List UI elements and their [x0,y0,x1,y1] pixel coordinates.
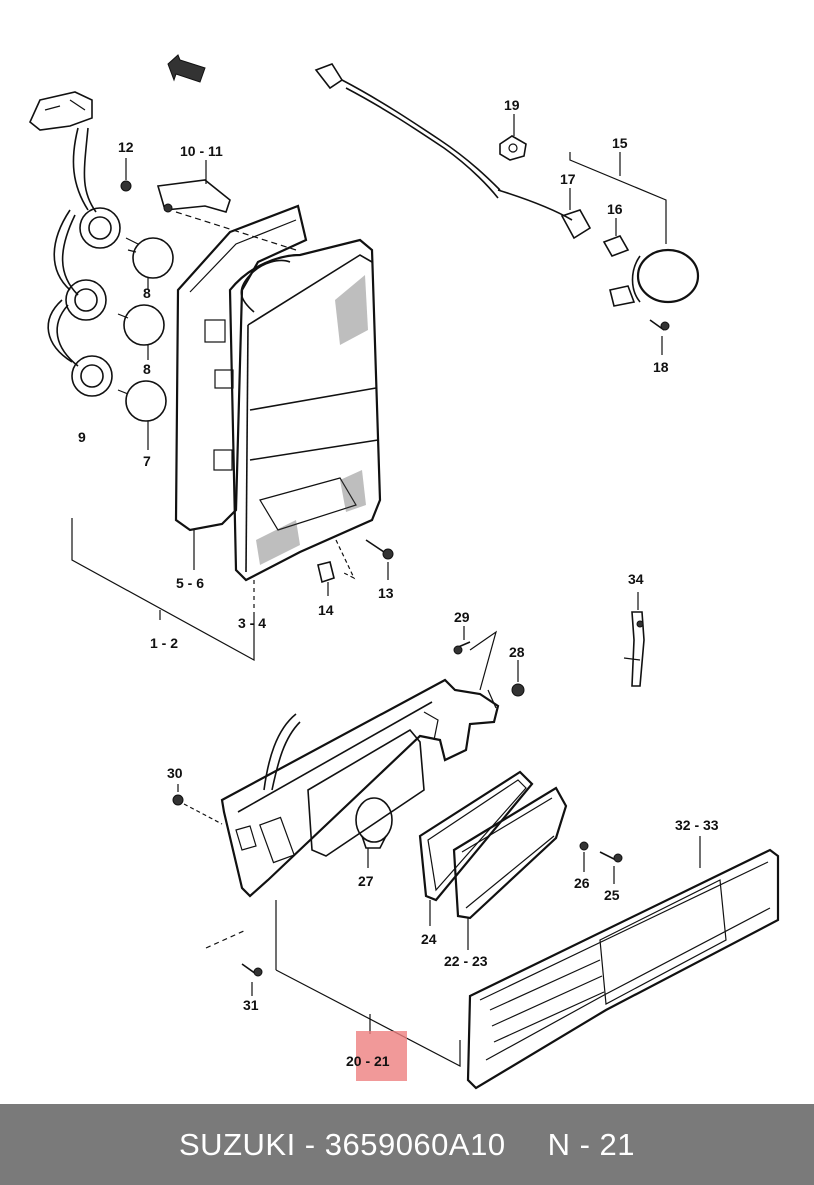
label-16: 16 [607,201,623,217]
screw-26 [579,841,589,872]
label-15: 15 [612,135,628,151]
label-28: 28 [509,644,525,660]
label-12: 12 [118,139,134,155]
label-10-11: 10 - 11 [180,143,223,159]
screw-12 [120,158,132,192]
bulb-socket-9 [65,207,121,397]
label-24: 24 [421,931,437,947]
footer-bar: SUZUKI - 3659060A10 N - 21 [0,1104,814,1185]
clip-14 [317,539,356,596]
screw-18 [649,319,670,355]
part-number-text: SUZUKI - 3659060A10 [179,1126,506,1162]
highlight-box [356,1031,407,1081]
side-marker-lamp [609,248,700,307]
bracket-20-21-leader [275,969,461,1067]
front-arrow-icon [167,54,206,83]
label-31: 31 [243,997,259,1013]
label-5-6: 5 - 6 [176,575,204,591]
garnish-32-33 [466,836,780,1090]
label-1-2: 1 - 2 [150,635,178,651]
bulb-27 [355,797,393,868]
label-7: 7 [143,453,151,469]
label-30: 30 [167,765,183,781]
label-3-4: 3 - 4 [238,615,266,631]
label-8-lower: 8 [143,361,151,377]
label-27: 27 [358,873,374,889]
bracket-34 [623,592,645,687]
nut-28 [511,660,525,697]
label-34: 34 [628,571,644,587]
side-marker-harness [314,63,573,221]
label-29: 29 [454,609,470,625]
page-number-text: N - 21 [547,1126,635,1162]
label-25: 25 [604,887,620,903]
bulb-8-lower [117,304,165,360]
label-26: 26 [574,875,590,891]
screw-31 [205,929,263,996]
bulb-7 [117,380,167,450]
screw-13 [365,539,394,580]
bracket-10-11 [156,160,297,251]
label-9: 9 [78,429,86,445]
bulb-16 [602,218,630,257]
label-20-21: 20 - 21 [346,1053,390,1069]
bulb-8-upper [125,237,174,290]
label-32-33: 32 - 33 [675,817,719,833]
label-14: 14 [318,602,334,618]
label-22-23: 22 - 23 [444,953,488,969]
label-8-upper: 8 [143,285,151,301]
nut-19 [499,114,527,161]
bracket-15-leader [569,152,667,244]
bracket-1-2-leader [71,518,255,662]
gasket-24 [418,770,534,926]
lens-22-23 [452,786,568,950]
wiring-harness [29,91,97,367]
license-lamp-bracket [220,678,500,970]
tail-lamp-parts-diagram: 12 10 - 11 8 8 9 7 5 - 6 1 - 2 3 - 4 14 … [29,54,780,1090]
screw-25 [599,851,623,884]
label-13: 13 [378,585,394,601]
socket-17 [560,188,592,240]
tail-lamp-housing-3-4 [204,238,382,610]
screw-30 [172,784,223,825]
label-19: 19 [504,97,520,113]
screw-29 [453,626,498,709]
label-18: 18 [653,359,669,375]
label-17: 17 [560,171,576,187]
